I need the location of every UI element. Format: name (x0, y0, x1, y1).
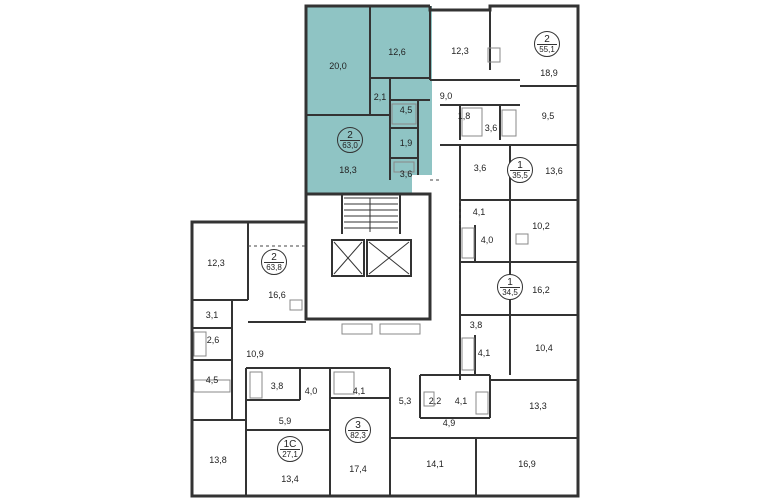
room-area-label: 17,4 (349, 464, 367, 474)
room-area-label: 5,9 (278, 416, 292, 426)
apartment-rooms: 2 (271, 252, 277, 263)
room-area-label: 10,4 (535, 343, 553, 353)
apartment-area: 82,3 (350, 431, 366, 440)
room-area-label: 13,8 (209, 455, 227, 465)
room-area-label: 3,8 (469, 320, 483, 330)
room-area-label: 1,8 (457, 111, 471, 121)
apartment-area: 55,1 (539, 45, 555, 54)
room-area-label: 3,6 (473, 163, 487, 173)
room-area-label: 3,8 (270, 381, 284, 391)
room-area-label: 4,9 (442, 418, 456, 428)
apartment-area: 27,1 (282, 450, 298, 459)
room-area-label: 12,3 (451, 46, 469, 56)
room-area-label: 5,3 (398, 396, 412, 406)
room-area-label: 13,3 (529, 401, 547, 411)
room-area-label: 3,1 (205, 310, 219, 320)
room-area-label: 16,6 (268, 290, 286, 300)
apartment-rooms: 1 (517, 160, 523, 171)
room-area-label: 3,6 (399, 169, 413, 179)
room-area-label: 4,0 (480, 235, 494, 245)
apartment-area: 34,5 (502, 288, 518, 297)
room-area-label: 13,6 (545, 166, 563, 176)
apartment-area: 63,0 (342, 141, 358, 150)
room-area-label: 12,6 (388, 47, 406, 57)
room-area-label: 2,6 (206, 335, 220, 345)
room-area-label: 4,5 (399, 105, 413, 115)
room-area-label: 4,1 (352, 386, 366, 396)
room-area-label: 4,5 (205, 375, 219, 385)
room-area-label: 16,2 (532, 285, 550, 295)
apartment-area: 63,8 (266, 263, 282, 272)
room-area-label: 10,9 (246, 349, 264, 359)
room-area-label: 4,1 (477, 348, 491, 358)
fixtures (193, 47, 529, 415)
room-area-label: 18,9 (540, 68, 558, 78)
apartment-rooms: 2 (347, 130, 353, 141)
room-area-label: 13,4 (281, 474, 299, 484)
room-area-label: 12,3 (207, 258, 225, 268)
room-area-label: 2,2 (428, 396, 442, 406)
room-area-label: 2,1 (373, 92, 387, 102)
interior-walls (192, 6, 578, 496)
room-area-label: 4,0 (304, 386, 318, 396)
apartment-rooms: 3 (355, 420, 361, 431)
apartment-rooms: 1С (283, 439, 297, 450)
room-area-label: 9,5 (541, 111, 555, 121)
elevator-marks (333, 241, 410, 275)
room-area-label: 4,1 (472, 207, 486, 217)
room-area-label: 20,0 (329, 61, 347, 71)
room-area-label: 3,6 (484, 123, 498, 133)
room-area-label: 18,3 (339, 165, 357, 175)
room-area-label: 9,0 (439, 91, 453, 101)
room-area-label: 1,9 (399, 138, 413, 148)
apartment-rooms: 1 (507, 277, 513, 288)
room-area-label: 16,9 (518, 459, 536, 469)
room-area-label: 10,2 (532, 221, 550, 231)
zone-dividers (248, 179, 461, 247)
apartment-area: 35,5 (512, 171, 528, 180)
room-area-label: 14,1 (426, 459, 444, 469)
stairs (344, 197, 398, 232)
apartment-rooms: 2 (544, 34, 550, 45)
room-area-label: 4,1 (454, 396, 468, 406)
